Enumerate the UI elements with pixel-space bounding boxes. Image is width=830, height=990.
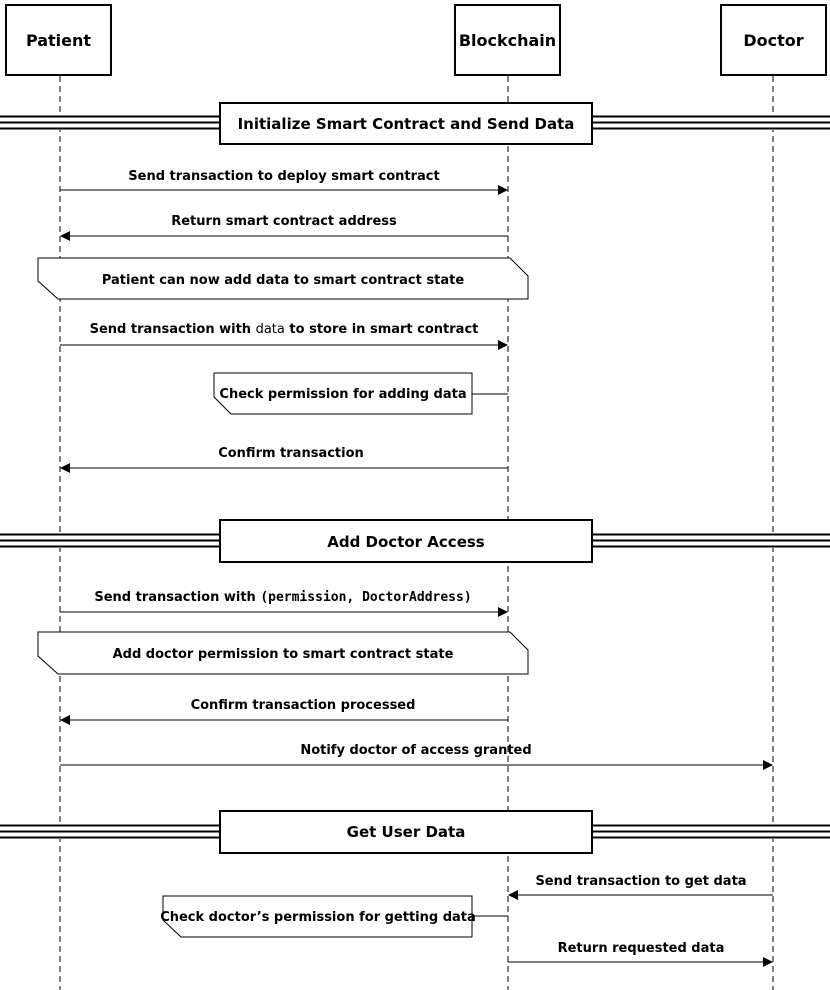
note-n4-label: Check doctor’s permission for getting da… [160,910,476,925]
message-m7: Notify doctor of access granted [60,743,773,770]
message-m3-label: Send transaction with data to store in s… [90,322,479,337]
message-m5: Send transaction with (permission, Docto… [60,590,508,617]
message-m4: Confirm transaction [60,446,508,473]
section-divider-init: Initialize Smart Contract and Send Data [0,102,830,145]
message-m6-label: Confirm transaction processed [191,698,416,713]
message-m6: Confirm transaction processed [60,698,508,725]
actor-doctor: Doctor [720,4,827,76]
note-n3: Add doctor permission to smart contract … [37,631,529,675]
actor-doctor-label: Doctor [743,31,803,50]
section-label-access: Add Doctor Access [327,533,485,551]
note-n2-label: Check permission for adding data [219,387,466,402]
message-m8-label: Send transaction to get data [535,874,746,889]
note-n4: Check doctor’s permission for getting da… [160,895,508,938]
message-m9: Return requested data [508,941,773,967]
actor-blockchain: Blockchain [454,4,561,76]
section-label-get: Get User Data [347,823,466,841]
message-m9-label: Return requested data [558,941,725,956]
message-m5-label: Send transaction with (permission, Docto… [94,590,471,605]
message-m2-label: Return smart contract address [171,214,397,229]
note-n2: Check permission for adding data [213,372,508,415]
note-n1: Patient can now add data to smart contra… [37,257,529,300]
message-m4-label: Confirm transaction [218,446,364,461]
note-n3-label: Add doctor permission to smart contract … [113,647,454,662]
message-m1-label: Send transaction to deploy smart contrac… [128,169,439,184]
note-n1-label: Patient can now add data to smart contra… [102,273,464,288]
section-divider-get: Get User Data [0,810,830,854]
message-m7-label: Notify doctor of access granted [300,743,531,758]
message-m2: Return smart contract address [60,214,508,241]
message-m1: Send transaction to deploy smart contrac… [60,169,508,195]
message-m8: Send transaction to get data [508,874,773,900]
actor-blockchain-label: Blockchain [459,31,556,50]
actor-patient-label: Patient [26,31,91,50]
section-divider-access: Add Doctor Access [0,519,830,563]
message-m3: Send transaction with data to store in s… [60,322,508,350]
actor-patient: Patient [5,4,112,76]
section-label-init: Initialize Smart Contract and Send Data [238,115,575,133]
